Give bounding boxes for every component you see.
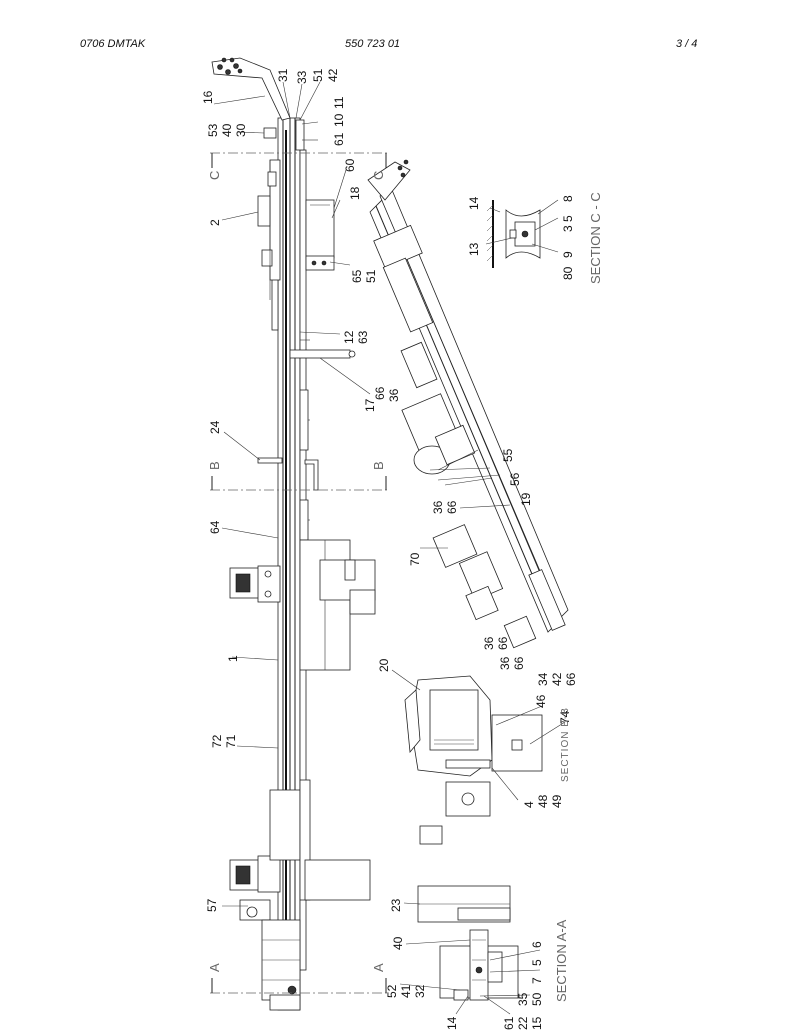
callout-12: 12: [342, 330, 356, 344]
carriage-lower: [229, 779, 371, 1011]
callout-36-b: 36: [431, 500, 445, 514]
callout-20: 20: [377, 658, 391, 672]
callout-10: 10: [332, 113, 346, 127]
leader-lines: [213, 81, 566, 1015]
section-b-mark-bottom: B: [371, 461, 386, 470]
callout-66: 66: [373, 386, 387, 400]
section-titles: SECTION C - C SECTION B-B SECTION A-A: [554, 192, 603, 1002]
callout-66-d: 66: [512, 656, 526, 670]
section-cut-c: [210, 152, 390, 168]
callout-42: 42: [326, 68, 340, 82]
support-arm: [289, 349, 356, 359]
section-b-mark-top: B: [207, 461, 222, 470]
top-mounting-bracket: [211, 57, 291, 139]
callout-64: 64: [208, 520, 222, 534]
callout-6: 6: [530, 941, 544, 948]
callout-56: 56: [508, 472, 522, 486]
callout-53: 53: [206, 123, 220, 137]
callout-55: 55: [501, 448, 515, 462]
callout-51-b: 51: [364, 269, 378, 283]
callout-61-b: 61: [502, 1016, 516, 1030]
callout-34: 34: [536, 672, 550, 686]
callout-9: 9: [561, 251, 575, 258]
section-a-mark-top: A: [207, 963, 222, 972]
callout-14: 14: [445, 1016, 459, 1030]
document-code: 0706 DMTAK: [80, 38, 146, 50]
callout-19: 19: [519, 492, 533, 506]
callout-66-c: 66: [496, 636, 510, 650]
callout-42-b: 42: [550, 672, 564, 686]
callout-71: 71: [224, 734, 238, 748]
section-c-c-detail: [486, 200, 541, 268]
callout-7: 7: [530, 977, 544, 984]
part-number: 550 723 01: [345, 38, 401, 50]
callout-36-c: 36: [482, 636, 496, 650]
callout-80: 80: [561, 266, 575, 280]
section-a-a-title: SECTION A-A: [554, 919, 569, 1002]
callout-30: 30: [234, 123, 248, 137]
callout-labels: 16 31 33 51 42 53 40 30 11 10 61 60 18 2…: [201, 68, 578, 1030]
callout-3-5: 3 5: [561, 215, 575, 232]
callout-51: 51: [311, 68, 325, 82]
section-b-b-detail: [404, 675, 543, 845]
isometric-assembly: [367, 159, 569, 649]
callout-22: 22: [516, 1016, 530, 1030]
section-cut-a: [210, 978, 390, 994]
section-a-mark-bottom: A: [371, 963, 386, 972]
callout-14-b: 14: [467, 196, 481, 210]
callout-36-d: 36: [498, 656, 512, 670]
callout-5: 5: [530, 959, 544, 966]
section-cut-b: [210, 476, 390, 491]
left-fittings: [257, 160, 277, 300]
callout-32: 32: [413, 984, 427, 998]
callout-17: 17: [363, 398, 377, 412]
carriage-upper: [229, 539, 376, 671]
callout-50: 50: [530, 992, 544, 1006]
callout-52: 52: [385, 984, 399, 998]
page-number: 3 / 4: [676, 38, 698, 50]
callout-66-e: 66: [564, 672, 578, 686]
callout-31: 31: [276, 68, 290, 82]
callout-61: 61: [332, 132, 346, 146]
callout-18: 18: [348, 186, 362, 200]
callout-13: 13: [467, 242, 481, 256]
callout-40: 40: [220, 123, 234, 137]
callout-65: 65: [350, 269, 364, 283]
callout-66-b: 66: [445, 500, 459, 514]
section-c-mark-top: C: [207, 171, 222, 180]
callout-46: 46: [534, 694, 548, 708]
section-c-mark-bottom: C: [371, 171, 386, 180]
section-a-a-detail: [417, 885, 519, 1001]
callout-72: 72: [210, 734, 224, 748]
gearbox-housing: [305, 199, 335, 271]
callout-15: 15: [530, 1016, 544, 1030]
callout-70: 70: [408, 552, 422, 566]
callout-60: 60: [343, 158, 357, 172]
callout-2: 2: [208, 219, 222, 226]
callout-74: 74: [558, 710, 572, 724]
callout-11: 11: [332, 96, 346, 109]
callout-36: 36: [387, 388, 401, 402]
callout-63: 63: [356, 330, 370, 344]
callout-40-b: 40: [391, 936, 405, 950]
section-letters: C C B B A A: [207, 171, 386, 972]
section-c-c-title: SECTION C - C: [588, 192, 603, 284]
callout-35: 35: [516, 992, 530, 1006]
callout-41: 41: [399, 984, 413, 998]
callout-8: 8: [561, 195, 575, 202]
callout-1: 1: [226, 655, 240, 662]
callout-16: 16: [201, 90, 215, 104]
callout-24: 24: [208, 420, 222, 434]
callout-23: 23: [389, 898, 403, 912]
callout-33: 33: [295, 70, 309, 84]
section-b-b-title: SECTION B-B: [560, 707, 571, 782]
callout-4: 4: [522, 801, 536, 808]
callout-49: 49: [550, 794, 564, 808]
callout-57: 57: [205, 898, 219, 912]
callout-48: 48: [536, 794, 550, 808]
